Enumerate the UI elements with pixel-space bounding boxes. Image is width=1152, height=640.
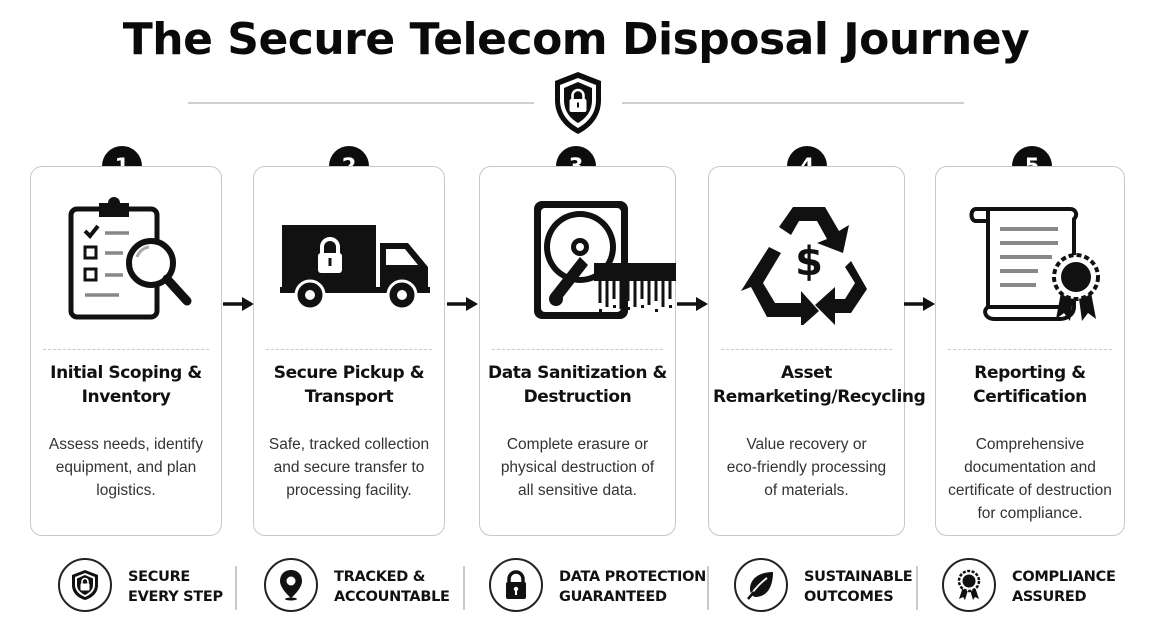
step-description-line: Safe, tracked collection: [268, 436, 430, 453]
step-description-line: certificate of destruction: [948, 482, 1112, 499]
step-title: Secure Pickup & Transport: [258, 361, 440, 409]
step-description: Comprehensive documentation and certific…: [946, 433, 1114, 525]
feature-label: TRACKED & ACCOUNTABLE: [334, 567, 504, 607]
feature-icon-circle: [489, 558, 543, 612]
step-description-line: Comprehensive: [975, 436, 1085, 453]
feature-sustainable: SUSTAINABLE OUTCOMES: [734, 558, 914, 616]
feature-label-line: DATA PROTECTION: [559, 569, 706, 585]
shield-lock-icon: [555, 72, 601, 134]
step-description-line: all sensitive data.: [518, 482, 637, 499]
feature-label-line: ASSURED: [1012, 589, 1087, 605]
feature-icon-circle: [942, 558, 996, 612]
step-description-line: Assess needs, identify: [48, 436, 204, 453]
step-title-line: Certification: [973, 387, 1087, 407]
leaf-icon: [747, 572, 773, 600]
title-rule-right: [622, 102, 964, 104]
feature-label: DATA PROTECTION GUARANTEED: [559, 567, 729, 607]
step-description-line: logistics.: [96, 482, 156, 499]
step-description: Complete erasure or physical destruction…: [490, 433, 665, 502]
svg-text:$: $: [795, 239, 823, 285]
step-title-line: Transport: [304, 387, 394, 407]
step-card-pickup: Secure Pickup & Transport Safe, tracked …: [253, 166, 445, 536]
feature-label: SUSTAINABLE OUTCOMES: [804, 567, 974, 607]
hard-drive-shredder-icon: [534, 201, 676, 319]
step-title-line: Initial Scoping &: [50, 363, 202, 383]
feature-label-line: SUSTAINABLE: [804, 569, 913, 585]
step-description-line: processing facility.: [286, 482, 412, 499]
feature-icon-circle: [58, 558, 112, 612]
arrow-right-icon: [677, 297, 708, 311]
step-title-line: Data Sanitization &: [488, 363, 667, 383]
card-divider: [492, 349, 663, 350]
feature-label-line: OUTCOMES: [804, 589, 894, 605]
step-description-line: equipment, and plan: [55, 459, 197, 476]
step-description-line: for compliance.: [977, 505, 1083, 522]
step-title-line: Destruction: [523, 387, 632, 407]
feature-label-line: ACCOUNTABLE: [334, 589, 450, 605]
recycle-dollar-icon: $: [741, 207, 867, 325]
padlock-icon: [506, 570, 526, 599]
step-description: Safe, tracked collection and secure tran…: [264, 433, 434, 502]
step-description-line: of materials.: [764, 482, 849, 499]
certificate-ribbon-icon: [969, 207, 1100, 321]
feature-label-line: TRACKED &: [334, 569, 426, 585]
feature-compliance: COMPLIANCE ASSURED: [942, 558, 1122, 616]
step-card-reporting: Reporting & Certification Comprehensive …: [935, 166, 1125, 536]
step-description: Value recovery or eco-friendly processin…: [719, 433, 894, 502]
step-description: Assess needs, identify equipment, and pl…: [41, 433, 211, 502]
step-title-line: Secure Pickup &: [273, 363, 425, 383]
page-title: The Secure Telecom Disposal Journey: [122, 14, 1030, 65]
step-description-line: Value recovery or: [746, 436, 867, 453]
step-title: Asset Remarketing/Recycling: [713, 361, 926, 409]
step-description-line: documentation and: [964, 459, 1096, 476]
locked-truck-icon: [280, 225, 430, 311]
step-description-line: Complete erasure or: [506, 436, 649, 453]
clipboard-magnifier-icon: [68, 197, 192, 320]
step-title: Data Sanitization & Destruction: [484, 361, 671, 409]
feature-label-line: COMPLIANCE: [1012, 569, 1116, 585]
step-title-line: Reporting &: [974, 363, 1086, 383]
step-title: Reporting & Certification: [940, 361, 1120, 409]
step-title: Initial Scoping & Inventory: [35, 361, 217, 409]
feature-label-line: EVERY STEP: [128, 589, 223, 605]
step-description-line: and secure transfer to: [273, 459, 425, 476]
award-badge-icon: [957, 569, 981, 600]
feature-secure: SECURE EVERY STEP: [58, 558, 238, 616]
step-title-line: Remarketing/Recycling: [713, 387, 926, 407]
feature-separator: [235, 566, 237, 610]
feature-icon-circle: [264, 558, 318, 612]
feature-label: COMPLIANCE ASSURED: [1012, 567, 1152, 607]
feature-separator: [463, 566, 465, 610]
title-rule-left: [188, 102, 534, 104]
shield-lock-icon: [72, 570, 98, 600]
feature-icon-circle: [734, 558, 788, 612]
step-card-scoping: Initial Scoping & Inventory Assess needs…: [30, 166, 222, 536]
feature-separator: [916, 566, 918, 610]
feature-tracked: TRACKED & ACCOUNTABLE: [264, 558, 454, 616]
arrow-right-icon: [447, 297, 478, 311]
feature-label-line: GUARANTEED: [559, 589, 667, 605]
step-description-line: physical destruction of: [500, 459, 655, 476]
step-card-remarketing: $ Asset Remarketing/Recycling Value reco…: [708, 166, 926, 536]
step-card-sanitization: Data Sanitization & Destruction Complete…: [479, 166, 676, 536]
step-title-line: Asset: [780, 363, 833, 383]
step-title-line: Inventory: [81, 387, 171, 407]
step-description-line: eco-friendly processing: [726, 459, 887, 476]
card-divider: [43, 349, 209, 350]
card-divider: [266, 349, 432, 350]
feature-separator: [707, 566, 709, 610]
arrow-right-icon: [223, 297, 254, 311]
feature-data-protection: DATA PROTECTION GUARANTEED: [489, 558, 706, 616]
location-pin-icon: [280, 570, 302, 601]
feature-label: SECURE EVERY STEP: [128, 567, 298, 607]
feature-label-line: SECURE: [128, 569, 191, 585]
card-divider: [948, 349, 1112, 350]
card-divider: [721, 349, 892, 350]
arrow-right-icon: [904, 297, 935, 311]
